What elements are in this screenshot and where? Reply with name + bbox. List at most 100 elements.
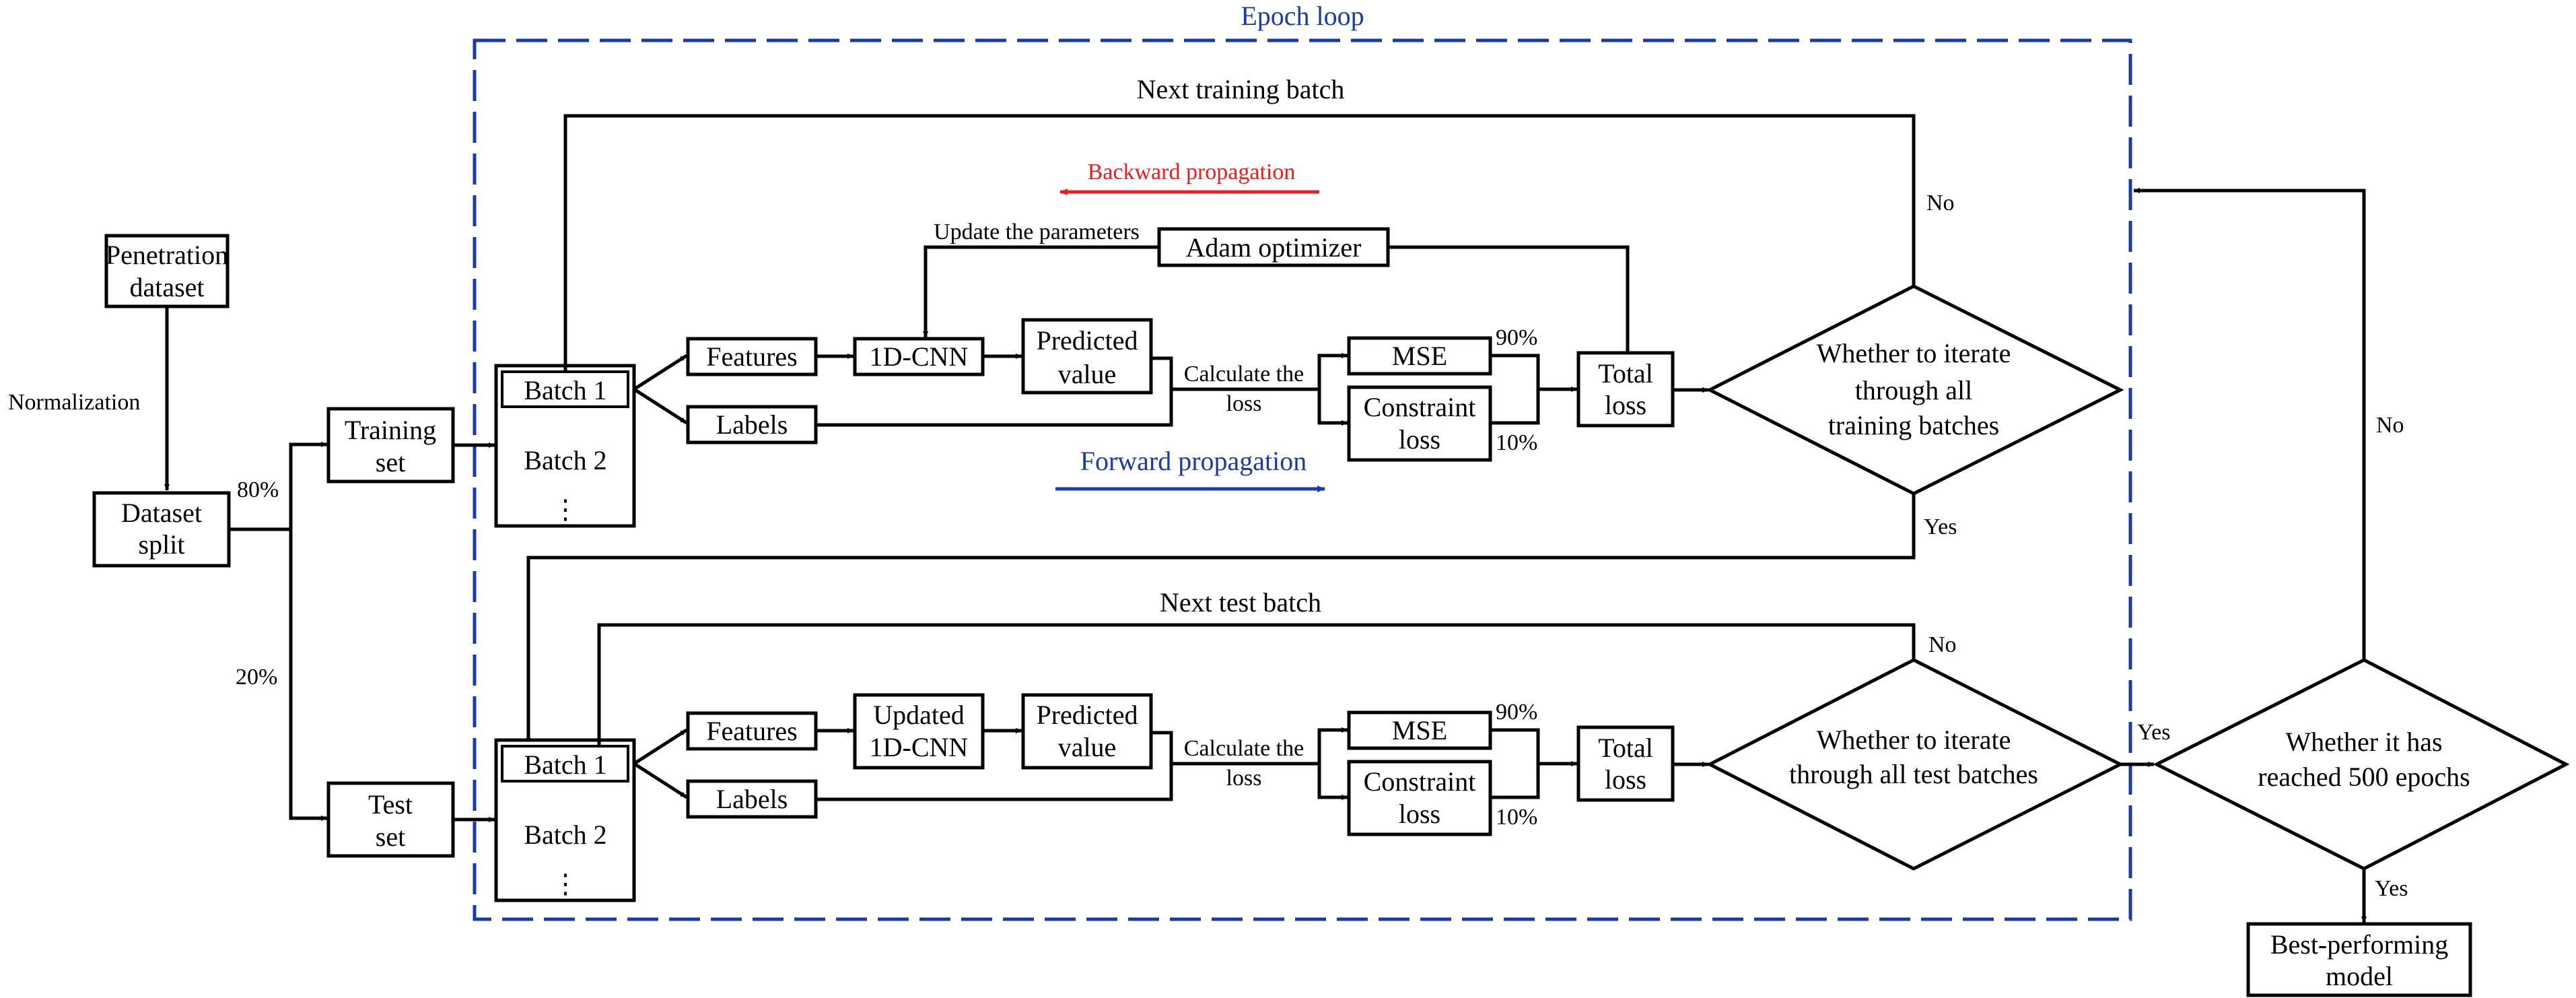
yes-label-test: Yes xyxy=(2137,720,2170,745)
cnn-box: 1D-CNN xyxy=(853,337,985,376)
svg-text:Constraint: Constraint xyxy=(1364,392,1476,422)
svg-text:Total: Total xyxy=(1598,733,1653,763)
svg-text:Batch 2: Batch 2 xyxy=(524,445,606,475)
no-label-test: No xyxy=(1928,632,1957,657)
pct-90-label-train: 90% xyxy=(1496,325,1537,350)
svg-text:loss: loss xyxy=(1399,799,1440,829)
yes-label-train: Yes xyxy=(1924,514,1957,539)
pct-10-label-test: 10% xyxy=(1496,805,1537,830)
svg-text:Training: Training xyxy=(345,415,436,445)
training-set-box: Training set xyxy=(326,407,455,484)
predicted-value-box-test: Predicted value xyxy=(1021,693,1153,770)
total-loss-box-train: Total loss xyxy=(1576,351,1675,428)
backward-propagation-label: Backward propagation xyxy=(1088,160,1296,185)
wire-test-labels-to-loss xyxy=(816,764,1173,801)
svg-text:reached 500 epochs: reached 500 epochs xyxy=(2258,762,2470,792)
decision-epoch-diamond: Whether it has reached 500 epochs xyxy=(2153,658,2570,871)
decision-train-diamond: Whether to iterate through all training … xyxy=(1706,284,2124,496)
total-loss-box-test: Total loss xyxy=(1576,725,1675,802)
svg-text:Penetration: Penetration xyxy=(106,240,228,270)
decision-test-diamond: Whether to iterate through all test batc… xyxy=(1706,658,2124,871)
svg-text:Whether to iterate: Whether to iterate xyxy=(1817,338,2011,368)
next-test-batch-label: Next test batch xyxy=(1160,587,1321,618)
svg-text:Predicted: Predicted xyxy=(1036,700,1138,730)
svg-text:Features: Features xyxy=(706,716,798,746)
svg-text:Labels: Labels xyxy=(716,784,788,814)
arrow-next-training-batch xyxy=(563,114,1916,371)
penetration-dataset-box: Penetration dataset xyxy=(104,234,230,308)
svg-text:Batch 2: Batch 2 xyxy=(524,820,606,850)
training-batches-box: Batch 1 Batch 2 ⋮ xyxy=(494,364,636,528)
best-model-box: Best-performing model xyxy=(2246,922,2472,997)
constraint-loss-box-test: Constraint loss xyxy=(1347,760,1492,836)
yes-label-epoch: Yes xyxy=(2375,876,2408,901)
svg-text:⋮: ⋮ xyxy=(552,494,579,525)
arrow-mse-to-total xyxy=(1490,354,1578,392)
no-label-epoch: No xyxy=(2376,413,2404,438)
predicted-value-box-train: Predicted value xyxy=(1021,318,1153,395)
epoch-loop-frame xyxy=(473,38,2132,921)
svg-text:Batch 1: Batch 1 xyxy=(524,375,606,405)
test-set-box: Test set xyxy=(326,781,455,858)
svg-text:⋮: ⋮ xyxy=(552,869,579,899)
svg-text:model: model xyxy=(2326,961,2393,991)
mse-box-train: MSE xyxy=(1347,336,1492,376)
svg-text:value: value xyxy=(1058,732,1117,762)
calculate-loss-label-test-2: loss xyxy=(1226,766,1262,791)
svg-text:loss: loss xyxy=(1399,424,1440,455)
labels-box-train: Labels xyxy=(686,405,818,444)
calculate-loss-label-train: Calculate the xyxy=(1184,362,1304,387)
constraint-loss-box-train: Constraint loss xyxy=(1347,385,1492,462)
arrow-batch-to-labels xyxy=(633,387,688,425)
update-parameters-label: Update the parameters xyxy=(934,220,1140,244)
test-batches-box: Batch 1 Batch 2 ⋮ xyxy=(494,738,636,902)
wire-test-constraint-to-total xyxy=(1490,764,1540,799)
svg-text:loss: loss xyxy=(1605,764,1646,795)
svg-text:Predicted: Predicted xyxy=(1036,325,1138,356)
svg-text:1D-CNN: 1D-CNN xyxy=(870,341,969,372)
wire-total-to-adam xyxy=(1388,245,1630,353)
svg-text:Dataset: Dataset xyxy=(121,498,202,528)
svg-text:Whether to iterate: Whether to iterate xyxy=(1817,725,2011,755)
svg-text:Adam optimizer: Adam optimizer xyxy=(1185,232,1361,263)
svg-text:Batch 1: Batch 1 xyxy=(524,750,606,780)
svg-text:set: set xyxy=(376,822,405,852)
svg-text:Total: Total xyxy=(1598,358,1653,389)
svg-text:MSE: MSE xyxy=(1392,715,1447,745)
svg-text:Features: Features xyxy=(706,341,798,372)
next-training-batch-label: Next training batch xyxy=(1137,74,1345,104)
wire-test-predicted-to-loss xyxy=(1151,731,1319,766)
arrow-test-to-constraint xyxy=(1317,764,1348,800)
pct-10-label-train: 10% xyxy=(1496,430,1537,455)
arrow-to-constraint xyxy=(1317,389,1348,426)
arrow-test-to-mse xyxy=(1317,727,1348,764)
svg-text:Test: Test xyxy=(368,789,413,820)
adam-optimizer-box: Adam optimizer xyxy=(1157,227,1390,267)
svg-text:dataset: dataset xyxy=(129,272,204,302)
svg-text:through all test batches: through all test batches xyxy=(1789,759,2038,789)
dataset-split-box: Dataset split xyxy=(92,491,231,568)
svg-text:1D-CNN: 1D-CNN xyxy=(870,732,969,762)
calculate-loss-label-train-2: loss xyxy=(1226,391,1262,416)
svg-text:loss: loss xyxy=(1605,390,1646,420)
svg-text:value: value xyxy=(1058,359,1117,389)
arrow-yes-to-test-batches xyxy=(526,494,1916,745)
epoch-loop-label: Epoch loop xyxy=(1241,1,1364,31)
arrow-split-to-training xyxy=(229,442,328,531)
svg-text:Best-performing: Best-performing xyxy=(2270,929,2448,960)
svg-text:Updated: Updated xyxy=(873,700,965,730)
no-label-train: No xyxy=(1926,191,1955,215)
arrow-batch-to-features xyxy=(633,354,688,391)
svg-text:through all: through all xyxy=(1855,375,1972,405)
wire-constraint-to-total xyxy=(1490,389,1540,425)
svg-text:training batches: training batches xyxy=(1828,410,1999,440)
pct-20-label: 20% xyxy=(236,665,277,690)
normalization-label: Normalization xyxy=(8,390,140,415)
wire-predicted-to-loss xyxy=(1151,356,1319,391)
svg-text:Constraint: Constraint xyxy=(1364,766,1476,797)
arrow-no-next-epoch xyxy=(2133,188,2366,660)
pct-90-label-test: 90% xyxy=(1496,700,1537,725)
arrow-to-mse xyxy=(1317,353,1348,389)
arrow-test-mse-to-total xyxy=(1490,728,1578,766)
